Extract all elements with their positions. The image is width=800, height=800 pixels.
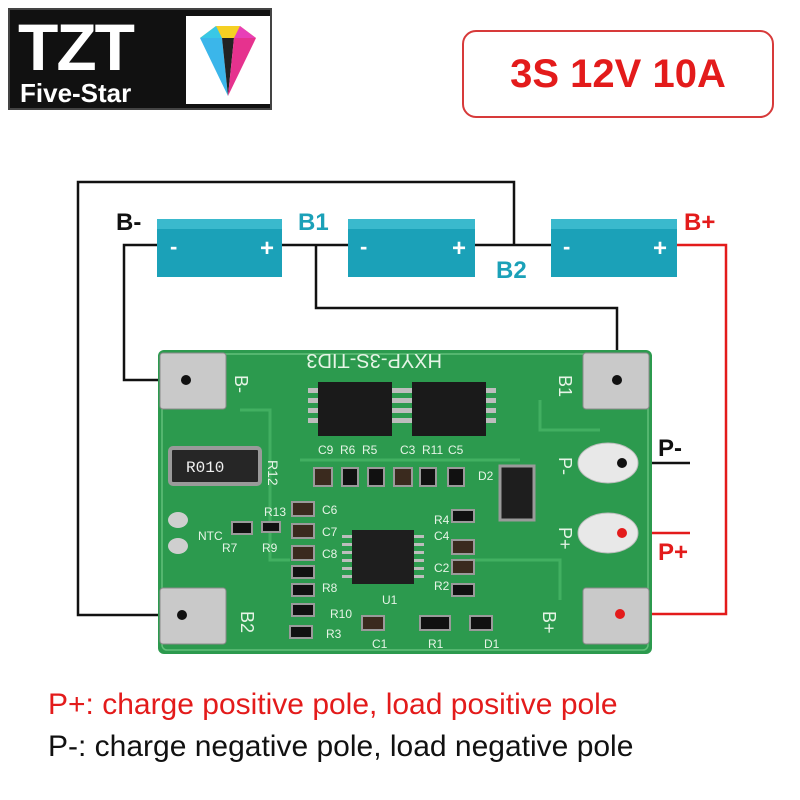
cell-1-negative-sign: - bbox=[170, 234, 177, 259]
board-title: HXYP-3S-TID3 bbox=[306, 349, 442, 371]
ref-u1: U1 bbox=[382, 593, 398, 607]
silk-b-minus: B- bbox=[231, 375, 251, 393]
shunt-value: R010 bbox=[186, 459, 224, 477]
wire-b1 bbox=[314, 245, 619, 380]
silk-b-plus: B+ bbox=[539, 611, 559, 634]
ref-c7: C7 bbox=[322, 525, 338, 539]
ref-r5: R5 bbox=[362, 443, 378, 457]
cell-2-positive-sign: + bbox=[452, 235, 466, 262]
ref-r13: R13 bbox=[264, 505, 286, 519]
wire-b-minus bbox=[122, 243, 186, 382]
shunt-resistor bbox=[168, 446, 262, 486]
label-p-plus: P+ bbox=[658, 539, 688, 566]
mosfet-2 bbox=[412, 382, 486, 436]
note-p-plus: P+: charge positive pole, load positive … bbox=[48, 688, 618, 721]
logo-mark: TZT bbox=[18, 10, 135, 84]
pad-p-plus bbox=[577, 512, 639, 554]
silk-p-minus: P- bbox=[555, 457, 575, 475]
cell-2-negative-sign: - bbox=[360, 234, 367, 259]
ref-c1: C1 bbox=[372, 637, 388, 651]
wire-b2-top-loop bbox=[76, 180, 516, 617]
cell-3-positive-sign: + bbox=[653, 235, 667, 262]
ref-r6: R6 bbox=[340, 443, 356, 457]
cell-1-positive-sign: + bbox=[260, 235, 274, 262]
shunt-ref: R12 bbox=[265, 460, 281, 486]
silk-p-plus: P+ bbox=[555, 527, 575, 550]
label-b-minus: B- bbox=[116, 209, 141, 236]
wire-b-plus bbox=[620, 243, 728, 616]
ref-r4: R4 bbox=[434, 513, 450, 527]
brand-logo: TZT Five-Star bbox=[8, 8, 272, 110]
ref-c6: C6 bbox=[322, 503, 338, 517]
label-b-plus: B+ bbox=[684, 209, 715, 236]
pcb-board: HXYP-3S-TID3 B- B1 B2 B+ P- P+ R010 R12 bbox=[158, 349, 652, 654]
label-p-minus: P- bbox=[658, 435, 682, 462]
pad-b-minus bbox=[159, 352, 227, 410]
spec-badge: 3S 12V 10A bbox=[462, 30, 774, 118]
ref-r11: R11 bbox=[422, 443, 443, 457]
note-p-minus: P-: charge negative pole, load negative … bbox=[48, 730, 634, 763]
ref-ntc: NTC bbox=[198, 529, 223, 543]
ref-c9: C9 bbox=[318, 443, 334, 457]
protection-ic bbox=[352, 530, 414, 584]
silk-refs: C9 R6 R5 C3 R11 C5 D2 C6 C7 C8 R10 R8 R3… bbox=[198, 443, 500, 651]
ref-r7: R7 bbox=[222, 541, 238, 555]
silk-b1: B1 bbox=[555, 375, 575, 397]
label-b2: B2 bbox=[496, 257, 527, 284]
label-b1: B1 bbox=[298, 209, 329, 236]
ref-c4: C4 bbox=[434, 529, 450, 543]
ref-r2: R2 bbox=[434, 579, 450, 593]
smd-components bbox=[231, 467, 493, 639]
ref-r1: R1 bbox=[428, 637, 444, 651]
silk-b2: B2 bbox=[237, 611, 257, 633]
pad-p-minus bbox=[577, 442, 639, 484]
ref-r3: R3 bbox=[326, 627, 342, 641]
ref-r10: R10 bbox=[330, 607, 352, 621]
ref-d2: D2 bbox=[478, 469, 494, 483]
ref-c8: C8 bbox=[322, 547, 338, 561]
ref-c3: C3 bbox=[400, 443, 416, 457]
pad-b2 bbox=[159, 587, 227, 645]
ref-d1: D1 bbox=[484, 637, 500, 651]
diamond-icon bbox=[186, 16, 270, 104]
ref-c2: C2 bbox=[434, 561, 450, 575]
battery-cell-3: - + bbox=[551, 219, 677, 277]
diode-d2 bbox=[498, 464, 536, 522]
logo-subtitle: Five-Star bbox=[20, 78, 132, 108]
battery-cell-2: - + bbox=[348, 219, 475, 277]
mosfet-1 bbox=[318, 382, 392, 436]
ref-r8: R8 bbox=[322, 581, 338, 595]
cell-3-negative-sign: - bbox=[563, 234, 570, 259]
battery-cell-1: - + bbox=[157, 219, 282, 277]
ref-r9: R9 bbox=[262, 541, 278, 555]
ref-c5: C5 bbox=[448, 443, 464, 457]
